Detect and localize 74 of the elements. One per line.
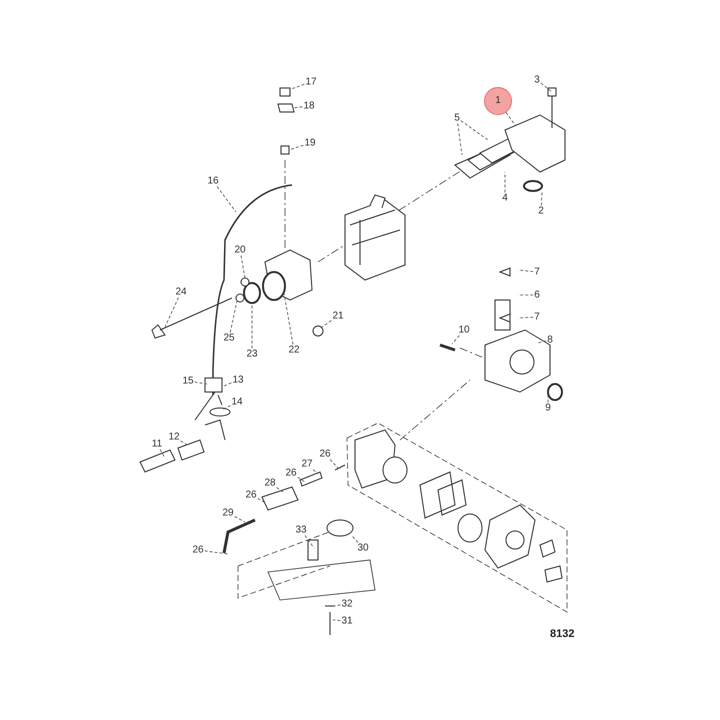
callout-number: 24 xyxy=(174,286,188,298)
leader-line xyxy=(518,316,534,318)
callout-number: 26 xyxy=(191,544,205,556)
leader-line xyxy=(164,297,179,328)
callout-number: 5 xyxy=(453,112,461,124)
leader-line xyxy=(257,498,264,502)
leader-line xyxy=(518,270,534,272)
callout-number: 10 xyxy=(457,324,471,336)
callout-number: 32 xyxy=(340,598,354,610)
leader-line xyxy=(297,476,306,482)
callout-number: 15 xyxy=(181,376,195,386)
callout-number: 13 xyxy=(231,374,245,386)
leader-line xyxy=(538,340,547,344)
leader-line xyxy=(292,106,303,108)
leader-line xyxy=(540,82,552,92)
leader-line xyxy=(460,120,488,140)
callout-number: 25 xyxy=(222,332,236,344)
callout-number: 14 xyxy=(230,396,244,408)
leader-line xyxy=(230,300,238,333)
callout-number: 20 xyxy=(233,244,247,256)
leader-line xyxy=(332,604,341,606)
leader-line xyxy=(506,112,516,126)
leader-line xyxy=(224,382,232,386)
leader-line xyxy=(194,382,208,384)
callout-number: 31 xyxy=(340,616,354,626)
highlighted-callout-number: 1 xyxy=(484,87,512,115)
callout-number: 16 xyxy=(206,176,220,186)
leader-line xyxy=(312,469,318,474)
callout-number: 18 xyxy=(302,100,316,112)
callout-number: 7 xyxy=(533,266,541,278)
callout-number: 12 xyxy=(167,432,181,442)
leader-line xyxy=(288,144,304,150)
leader-line xyxy=(540,192,542,206)
leader-line xyxy=(240,255,246,278)
leader-line xyxy=(518,294,534,296)
leader-line xyxy=(332,620,341,621)
leader-line xyxy=(330,459,338,468)
callout-number: 23 xyxy=(245,348,259,360)
leader-line xyxy=(180,440,190,446)
leader-line xyxy=(216,186,236,212)
callout-number: 8 xyxy=(546,334,554,346)
callout-number: 6 xyxy=(533,290,541,300)
callout-number: 26 xyxy=(284,468,298,478)
leader-line xyxy=(204,550,228,554)
leader-line xyxy=(276,487,284,492)
leader-line xyxy=(352,536,358,543)
callout-number: 30 xyxy=(356,542,370,554)
leader-line xyxy=(304,535,314,548)
callout-number: 28 xyxy=(263,478,277,488)
leader-line xyxy=(290,84,305,90)
leader-line xyxy=(222,405,231,410)
callout-number: 19 xyxy=(303,138,317,148)
callout-number: 26 xyxy=(244,490,258,500)
callout-number: 21 xyxy=(331,310,345,322)
callout-number: 2 xyxy=(537,206,545,216)
leader-line xyxy=(504,172,506,193)
callout-number: 9 xyxy=(544,402,552,414)
callout-number: 3 xyxy=(533,74,541,86)
leader-line xyxy=(452,335,460,344)
callout-number: 4 xyxy=(501,192,509,204)
callout-number: 27 xyxy=(300,458,314,470)
callout-number: 11 xyxy=(150,438,164,450)
callout-number: 26 xyxy=(318,448,332,460)
leader-line xyxy=(284,292,294,345)
callout-number: 33 xyxy=(294,524,308,536)
callout-number: 29 xyxy=(221,508,235,518)
leader-line xyxy=(234,516,246,522)
callout-number: 17 xyxy=(304,76,318,88)
figure-number: 8132 xyxy=(550,628,574,640)
callout-number: 22 xyxy=(287,344,301,356)
leader-line xyxy=(160,449,166,458)
leader-line xyxy=(322,320,332,328)
callout-number: 7 xyxy=(533,312,541,322)
leader-line xyxy=(457,123,462,156)
